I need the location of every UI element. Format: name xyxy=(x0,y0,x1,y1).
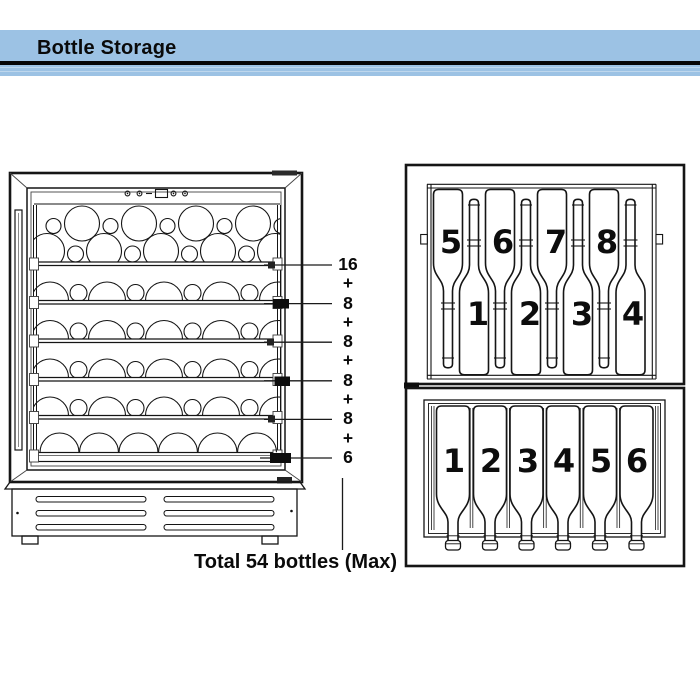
control-button-icon xyxy=(136,190,143,197)
bottle-number: 6 xyxy=(625,442,649,480)
shelf-notch xyxy=(655,233,664,245)
bottle-number: 5 xyxy=(439,223,463,261)
neck-rings xyxy=(441,204,638,359)
bottle-number: 7 xyxy=(544,223,568,261)
fridge-front-view xyxy=(3,170,307,545)
bottle-number: 1 xyxy=(466,295,490,333)
total-bottles-label: Total 54 bottles (Max) xyxy=(194,551,397,573)
bottle-number: 4 xyxy=(621,295,645,333)
shelf-notch xyxy=(420,233,428,245)
page-title: Bottle Storage xyxy=(37,37,177,59)
shelf-1-bottles xyxy=(34,205,280,262)
display-icon xyxy=(154,188,169,199)
shelf-3-bottles xyxy=(34,319,280,339)
shelf-lines xyxy=(34,261,280,420)
door-handle xyxy=(14,209,23,451)
bottle-number: 2 xyxy=(518,295,542,333)
bottom-shelf-bottles xyxy=(435,405,654,542)
header-band-stripe xyxy=(0,71,700,72)
shelf-5-bottles xyxy=(34,396,280,416)
bottle-number: 3 xyxy=(570,295,594,333)
plus-sign: + xyxy=(342,273,354,294)
control-button-icon xyxy=(182,190,188,197)
shelf-count: 8 xyxy=(343,369,353,390)
bottle-number: 2 xyxy=(479,442,503,480)
foot xyxy=(21,535,39,545)
bottle-caps xyxy=(444,535,645,551)
header-band-stripe xyxy=(0,67,700,68)
callout-lines xyxy=(260,261,344,550)
shelf-count: 16 xyxy=(338,254,358,274)
bottle-number: 8 xyxy=(595,223,619,261)
front-row-bottles xyxy=(458,198,646,376)
shelf-4-bottles xyxy=(34,358,280,378)
back-row-bottles xyxy=(432,188,620,369)
hinge-detail xyxy=(272,170,297,176)
plus-sign: + xyxy=(342,427,354,448)
shelf-brackets xyxy=(29,257,283,463)
header-divider-line xyxy=(0,61,700,65)
shelf-count: 8 xyxy=(343,331,353,352)
bottle-number: 3 xyxy=(516,442,540,480)
plus-sign: + xyxy=(342,350,354,371)
bottom-tray xyxy=(35,451,281,463)
panel-junction-tab xyxy=(404,382,419,389)
bottom-shelf-panel-art xyxy=(404,386,686,568)
vent-grille xyxy=(35,496,275,531)
shelf-count: 8 xyxy=(343,408,353,429)
lock-detail xyxy=(277,477,292,484)
shelf-2-bottles xyxy=(34,281,280,301)
control-panel xyxy=(124,188,188,199)
shelf-count: 6 xyxy=(343,446,353,467)
shelf-count: 8 xyxy=(343,292,353,313)
upper-shelf-panel-art xyxy=(404,163,686,386)
shelf-6-bottles xyxy=(39,432,278,453)
bottle-number: 4 xyxy=(552,442,576,480)
control-button-icon xyxy=(124,190,131,197)
plus-sign: + xyxy=(342,311,354,332)
control-button-icon xyxy=(170,190,177,197)
fridge-base xyxy=(3,481,307,545)
bottle-number: 6 xyxy=(491,223,515,261)
bottle-number: 5 xyxy=(589,442,613,480)
header-band xyxy=(0,30,700,76)
plus-sign: + xyxy=(342,389,354,410)
foot xyxy=(261,535,279,545)
bottle-number: 1 xyxy=(442,442,466,480)
shelf-count-column: 16 + 8 + 8 + 8 + 8 + 6 xyxy=(332,254,364,467)
